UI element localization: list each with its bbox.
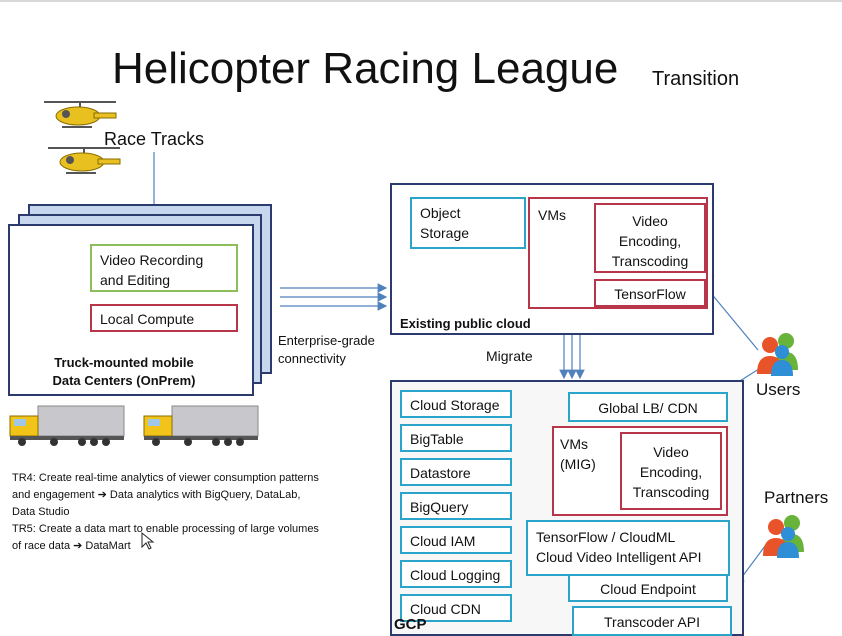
global-lb-cdn-box: Global LB/ CDN xyxy=(568,392,728,422)
video-recording-box: Video Recording and Editing xyxy=(90,244,238,292)
gcp-service-label: Cloud Storage xyxy=(410,397,500,413)
page-subtitle: Transition xyxy=(652,68,740,90)
transcoder-api-label: Transcoder API xyxy=(604,614,700,630)
transcoder-api-box: Transcoder API xyxy=(572,606,732,636)
connectivity-label: Enterprise-grade connectivity xyxy=(278,332,375,368)
gcp-ml-box: TensorFlow / CloudML Cloud Video Intelli… xyxy=(526,520,730,576)
existing-public-cloud-box: Object Storage VMs Video Encoding, Trans… xyxy=(390,183,714,335)
gcp-service-cloud-iam: Cloud IAM xyxy=(400,526,512,554)
gcp-service-label: BigTable xyxy=(410,431,464,447)
migrate-label: Migrate xyxy=(486,348,533,364)
gcp-service-label: Cloud CDN xyxy=(410,601,481,617)
onprem-datacenter-box: Video Recording and Editing Local Comput… xyxy=(8,224,254,396)
gcp-service-bigtable: BigTable xyxy=(400,424,512,452)
truck-icon xyxy=(9,405,125,446)
page-title: Helicopter Racing League xyxy=(112,44,619,93)
public-tensorflow-label: TensorFlow xyxy=(614,286,686,302)
connectivity-line1: Enterprise-grade xyxy=(278,333,375,348)
onprem-label: Truck-mounted mobile Data Centers (OnPre… xyxy=(18,354,230,390)
object-storage-line2: Storage xyxy=(420,225,470,241)
local-compute-box: Local Compute xyxy=(90,304,238,332)
helicopter-icon xyxy=(48,147,121,174)
object-storage-box: Object Storage xyxy=(410,197,526,249)
gcp-video-line3: Transcoding xyxy=(632,484,710,500)
tr4-line1: TR4: Create real-time analytics of viewe… xyxy=(12,472,319,484)
tr5-line2: of race data ➔ DataMart xyxy=(12,540,131,552)
gcp-video-line2: Encoding, xyxy=(639,464,703,480)
public-video-encoding-box: Video Encoding, Transcoding xyxy=(594,203,706,273)
users-label: Users xyxy=(756,380,801,399)
truck-icon xyxy=(143,405,259,446)
gcp-video-line1: Video xyxy=(653,444,689,460)
gcp-service-label: Datastore xyxy=(410,465,471,481)
gcp-vms-line1: VMs xyxy=(560,436,588,452)
gcp-service-bigquery: BigQuery xyxy=(400,492,512,520)
public-tensorflow-box: TensorFlow xyxy=(594,279,706,307)
helicopter-icon xyxy=(44,101,117,128)
public-vms-label: VMs xyxy=(538,207,566,223)
users-icon xyxy=(763,515,804,558)
top-border xyxy=(0,0,842,2)
public-vms-box: VMs Video Encoding, Transcoding TensorFl… xyxy=(528,197,708,309)
gcp-ml-line1: TensorFlow / CloudML xyxy=(536,529,676,545)
gcp-service-cloud-logging: Cloud Logging xyxy=(400,560,512,588)
gcp-box: Cloud Storage BigTable Datastore BigQuer… xyxy=(390,380,744,636)
race-tracks-label: Race Tracks xyxy=(104,129,205,149)
gcp-service-datastore: Datastore xyxy=(400,458,512,486)
tr4-line2: and engagement ➔ Data analytics with Big… xyxy=(12,489,301,501)
cloud-endpoint-box: Cloud Endpoint xyxy=(568,574,728,602)
gcp-vms-mig-box: VMs (MIG) Video Encoding, Transcoding xyxy=(552,426,728,516)
gcp-ml-line2: Cloud Video Intelligent API xyxy=(536,549,702,565)
gcp-service-label: BigQuery xyxy=(410,499,469,515)
gcp-service-cloud-storage: Cloud Storage xyxy=(400,390,512,418)
gcp-service-label: Cloud IAM xyxy=(410,533,476,549)
cloud-endpoint-label: Cloud Endpoint xyxy=(600,581,696,597)
gcp-video-encoding-box: Video Encoding, Transcoding xyxy=(620,432,722,510)
gcp-service-label: Cloud Logging xyxy=(410,567,501,583)
local-compute-label: Local Compute xyxy=(100,311,195,327)
gcp-vms-line2: (MIG) xyxy=(560,456,596,472)
public-cloud-label: Existing public cloud xyxy=(400,316,531,331)
tr5-line1: TR5: Create a data mart to enable proces… xyxy=(12,523,319,535)
requirements-notes: TR4: Create real-time analytics of viewe… xyxy=(12,470,384,555)
connectivity-line2: connectivity xyxy=(278,351,346,366)
global-lb-label: Global LB/ CDN xyxy=(598,400,698,416)
public-video-line2: Encoding, xyxy=(618,233,682,249)
gcp-label: GCP xyxy=(394,616,427,633)
gcp-vms-label: VMs (MIG) xyxy=(560,434,596,474)
partners-label: Partners xyxy=(764,488,829,507)
public-video-line1: Video xyxy=(632,213,668,229)
gcp-service-cloud-cdn: Cloud CDN xyxy=(400,594,512,622)
onprem-label-line2: Data Centers (OnPrem) xyxy=(52,373,196,388)
users-icon xyxy=(757,333,798,376)
video-recording-label: Video Recording and Editing xyxy=(100,252,204,288)
object-storage-line1: Object xyxy=(420,205,461,221)
public-video-line3: Transcoding xyxy=(611,253,689,269)
cursor-icon xyxy=(141,531,155,550)
tr4-line3: Data Studio xyxy=(12,506,70,518)
onprem-label-line1: Truck-mounted mobile xyxy=(54,355,194,370)
